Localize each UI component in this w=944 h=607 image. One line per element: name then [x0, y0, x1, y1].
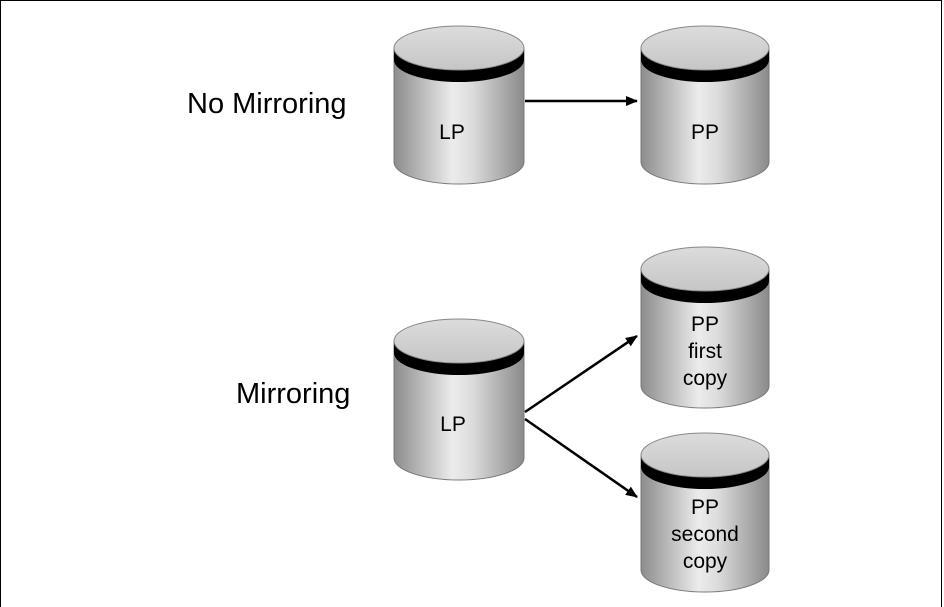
pp-disk-first-copy: PP first copy: [640, 246, 770, 409]
pp-first-line3: copy: [683, 367, 728, 390]
mirroring-label: Mirroring: [236, 378, 350, 410]
arrow-lp-to-second-copy: [524, 417, 638, 499]
pp-first-line1: PP: [691, 313, 719, 336]
lp-label-mirroring: LP: [440, 413, 466, 436]
pp-label: PP: [691, 121, 719, 144]
arrow-lp-to-first-copy: [524, 334, 638, 414]
no-mirroring-label: No Mirroring: [187, 88, 347, 120]
lp-disk-no-mirroring: LP: [393, 25, 525, 185]
pp-second-line3: copy: [683, 550, 728, 573]
pp-first-line2: first: [688, 340, 722, 363]
lp-label: LP: [439, 121, 465, 144]
pp-disk-no-mirroring: PP: [640, 25, 770, 185]
lp-disk-mirroring: LP: [393, 318, 525, 481]
pp-second-line2: second: [671, 523, 739, 546]
pp-disk-second-copy: PP second copy: [640, 432, 770, 593]
pp-second-line1: PP: [691, 496, 719, 519]
